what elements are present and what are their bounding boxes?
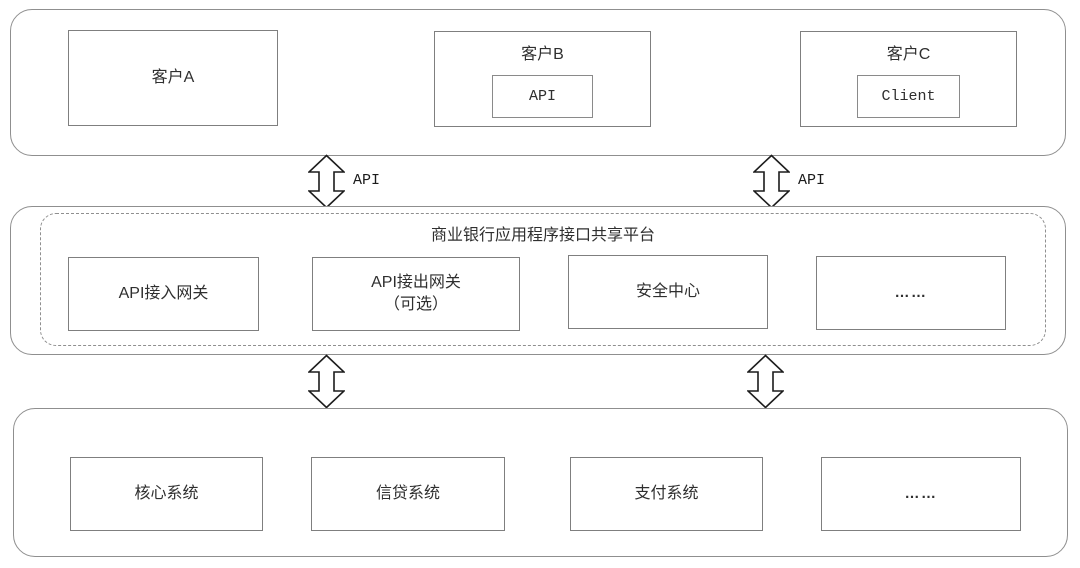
platform-title: 商业银行应用程序接口共享平台 [430,227,655,244]
system-credit-box: 信贷系统 [311,457,505,531]
system-label: 核心系统 [134,485,199,502]
module-ellipsis-box: …… [816,256,1006,330]
system-payment-box: 支付系统 [570,457,763,531]
module-label: API接入网关 [118,285,209,302]
client-b-api-box: API [492,75,593,118]
double-arrow-icon [308,354,345,409]
api-connector-label-right: API [798,172,826,189]
module-label: …… [894,284,928,301]
client-a-label: 客户A [151,69,195,86]
module-api-in-gateway-box: API接入网关 [68,257,259,331]
module-label: 安全中心 [635,283,700,300]
client-b-api-label: API [528,88,556,105]
module-api-out-gateway-box: API接出网关 （可选） [312,257,520,331]
system-core-box: 核心系统 [70,457,263,531]
double-arrow-icon [308,154,345,209]
system-label: …… [904,485,938,502]
platform-dashed-boundary [40,213,1046,346]
client-a-box: 客户A [68,30,278,126]
client-c-client-label: Client [881,88,936,105]
system-label: 信贷系统 [375,485,440,502]
client-c-label: 客户C [886,46,931,63]
system-ellipsis-box: …… [821,457,1021,531]
double-arrow-icon [753,154,790,209]
module-security-center-box: 安全中心 [568,255,768,329]
system-label: 支付系统 [634,485,699,502]
module-label: API接出网关 [371,274,461,291]
double-arrow-icon [747,354,784,409]
client-c-client-box: Client [857,75,960,118]
client-b-label: 客户B [521,46,564,63]
api-connector-label-left: API [353,172,381,189]
module-sublabel: （可选） [383,296,448,313]
